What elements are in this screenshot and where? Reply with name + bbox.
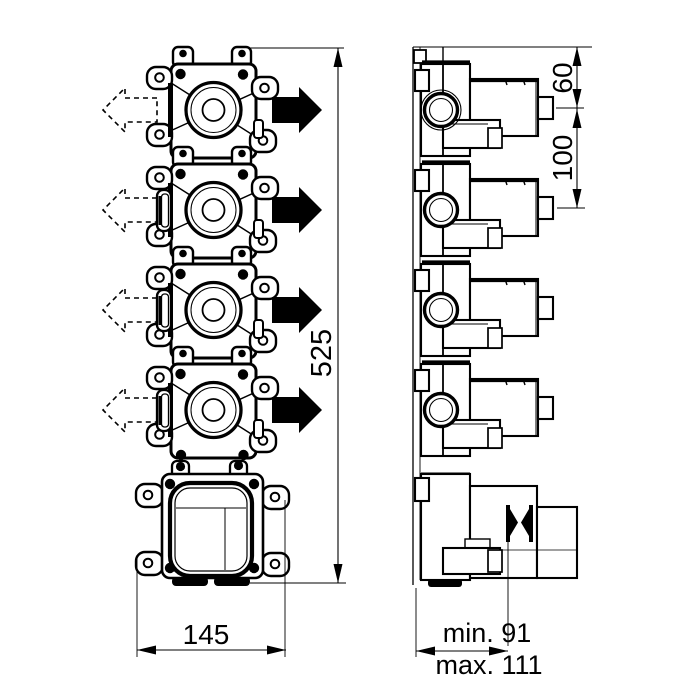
arrowhead — [333, 48, 343, 67]
lower-arm-cap — [487, 549, 503, 573]
mounting-hole — [269, 558, 281, 570]
valve-module-side-3 — [413, 260, 555, 358]
adjuster-bar — [529, 505, 533, 542]
valve-module-front-1 — [101, 45, 324, 162]
tab-screw-dot — [233, 460, 244, 471]
thermostat-box-side — [413, 472, 579, 587]
mounting-hole — [142, 557, 154, 569]
valve-module-front-2 — [101, 145, 324, 262]
box-opening — [167, 480, 255, 579]
arrowhead — [267, 645, 286, 655]
corner-screw-dot — [248, 478, 260, 490]
adjuster-arrow-icon — [510, 509, 518, 536]
dimension-depth-range: min. 91 max. 111 — [415, 524, 543, 680]
arrowhead — [572, 47, 582, 66]
tab-screw-dot — [175, 461, 186, 472]
supply-slot-3 — [155, 288, 173, 333]
box-opening-inner — [174, 487, 248, 572]
port-circle-outer-ring — [420, 89, 462, 131]
valve-module-side-2 — [413, 160, 555, 258]
dim-label-front-width: 145 — [183, 619, 230, 650]
valve-module-front-3 — [101, 245, 324, 362]
mounting-hole — [269, 491, 281, 503]
dimension-outlet-spacing: 100 — [547, 109, 585, 209]
mounting-hole — [142, 489, 154, 501]
dim-label-outlet-spacing: 100 — [547, 135, 578, 182]
supply-slot-2 — [155, 188, 173, 233]
arrowhead — [333, 564, 343, 583]
arrowhead — [416, 646, 435, 656]
dimension-front-width: 145 — [136, 500, 286, 657]
thermostat-box-front — [134, 459, 291, 586]
dim-label-depth-max: max. 111 — [435, 650, 542, 680]
front-view — [101, 45, 324, 586]
box-foot — [172, 577, 208, 586]
arrowhead — [572, 189, 582, 208]
dim-label-depth-min: min. 91 — [443, 618, 532, 648]
arrowhead — [489, 646, 508, 656]
corner-screw-dot — [164, 478, 176, 490]
dim-label-top-offset: 60 — [547, 62, 578, 93]
arrowhead — [137, 645, 156, 655]
adjuster-arrow-icon — [521, 509, 529, 536]
arrowhead — [572, 109, 582, 128]
box-cartridge-block — [535, 505, 579, 580]
dim-label-total-height: 525 — [306, 329, 338, 377]
valve-module-side-4 — [413, 360, 555, 458]
supply-slot-4 — [155, 388, 173, 433]
box-foot — [214, 577, 250, 586]
dimension-total-height: 525 — [250, 47, 346, 584]
valve-module-front-4 — [101, 345, 324, 462]
valve-module-side-1 — [413, 60, 555, 158]
wall-tab — [413, 476, 431, 503]
adjuster-bar — [506, 505, 510, 542]
box-foot — [428, 579, 462, 587]
side-view — [412, 47, 579, 587]
arrowhead — [572, 89, 582, 108]
